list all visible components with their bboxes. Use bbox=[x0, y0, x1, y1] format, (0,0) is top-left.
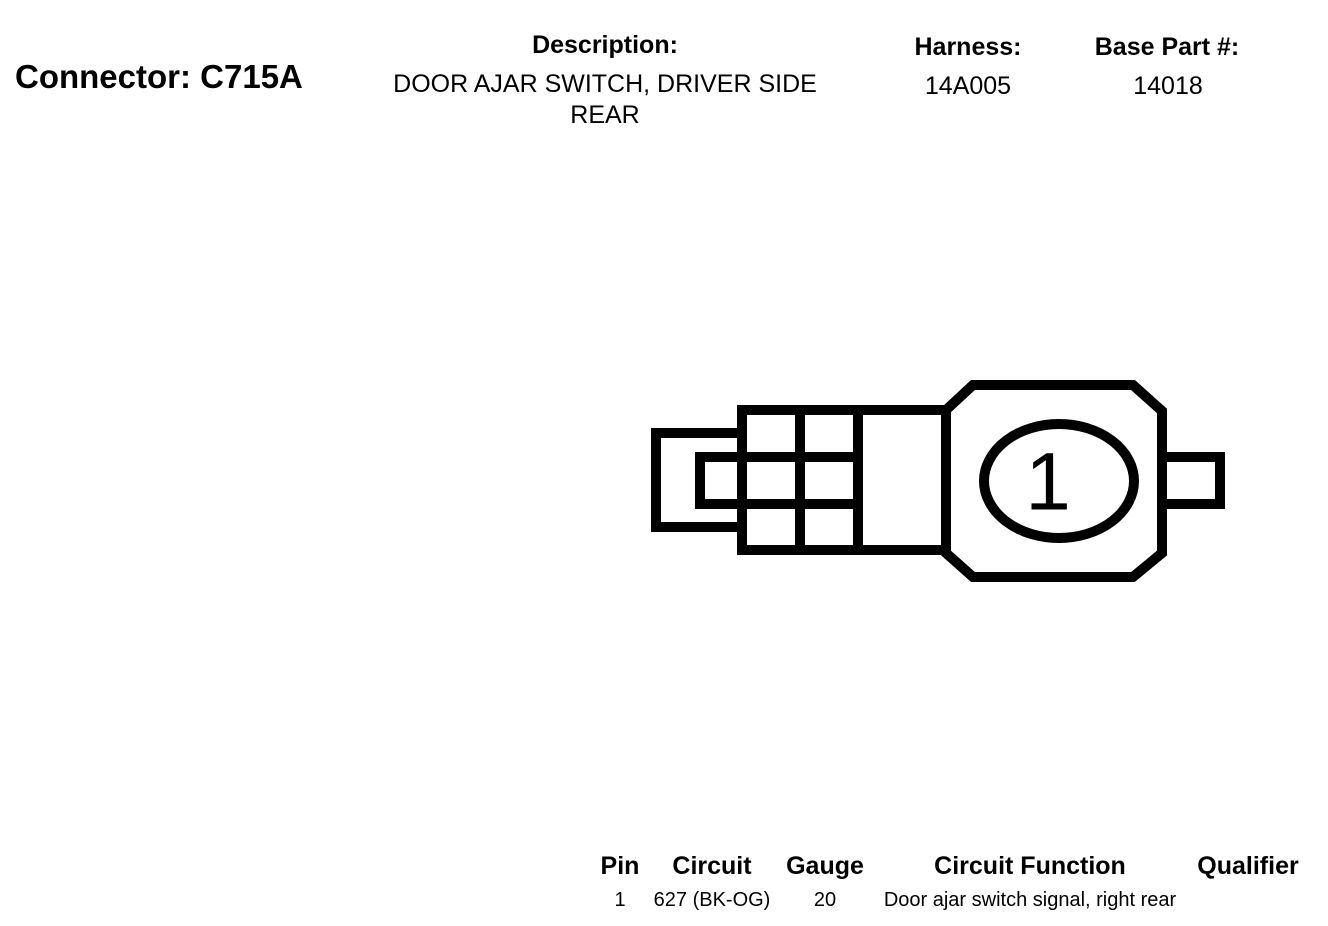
col-header-pin: Pin bbox=[600, 852, 640, 880]
base-part-label: Base Part #: bbox=[1094, 33, 1240, 61]
pin-1-cavity bbox=[979, 419, 1139, 543]
harness-label: Harness: bbox=[914, 33, 1022, 61]
col-header-gauge: Gauge bbox=[786, 852, 864, 880]
row-pin: 1 bbox=[614, 889, 626, 911]
col-header-circuit: Circuit bbox=[672, 852, 752, 880]
description-value: DOOR AJAR SWITCH, DRIVER SIDE REAR bbox=[393, 70, 817, 129]
description-label: Description: bbox=[532, 31, 678, 59]
row-circuit: 627 (BK-OG) bbox=[653, 889, 771, 911]
col-header-qualifier: Qualifier bbox=[1197, 852, 1299, 880]
base-part-value: 14018 bbox=[1133, 72, 1203, 100]
harness-value: 14A005 bbox=[924, 72, 1012, 100]
col-header-circuit-function: Circuit Function bbox=[934, 852, 1126, 880]
connector-right-tab bbox=[1162, 452, 1225, 509]
connector-housing bbox=[941, 380, 1167, 582]
connector-notch bbox=[695, 452, 742, 509]
pin-1-label: 1 bbox=[1025, 437, 1071, 528]
row-circuit-function: Door ajar switch signal, right rear bbox=[883, 889, 1177, 911]
row-gauge: 20 bbox=[813, 889, 837, 911]
connector-left-tab bbox=[651, 428, 742, 532]
connector-grid-body bbox=[737, 405, 951, 555]
connector-title: Connector: C715A bbox=[15, 58, 303, 95]
